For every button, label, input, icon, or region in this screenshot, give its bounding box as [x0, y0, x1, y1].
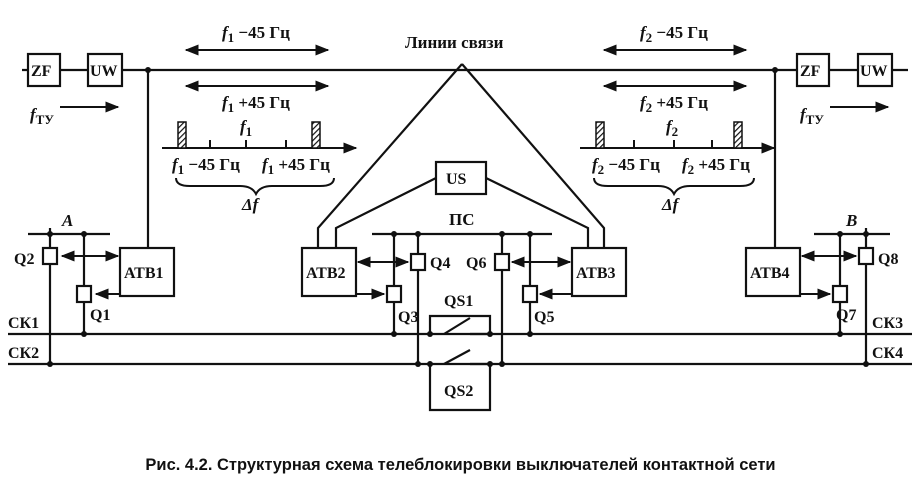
q2-switch [41, 246, 59, 266]
node-b-label: B [845, 211, 857, 230]
f1-band-high-label: f1 +45 Гц [262, 155, 330, 177]
substation-label: ПС [449, 210, 475, 229]
q5-switch [521, 284, 539, 304]
q2-label: Q2 [14, 251, 34, 268]
f1-center-label: f1 [240, 117, 252, 139]
comm-lines-to-atb2 [316, 63, 463, 248]
qs1-path [428, 314, 492, 334]
node-a-label: A [61, 211, 73, 230]
ck3-label: СК3 [872, 315, 903, 332]
delta-f-right-brace [593, 177, 755, 197]
atb2-label: АТВ2 [306, 265, 346, 282]
us-block [434, 160, 488, 196]
q7-label: Q7 [836, 307, 856, 324]
f-ty-right-label: fТУ [800, 105, 824, 127]
delta-f-left-brace [175, 177, 335, 197]
q3-switch [385, 284, 403, 304]
qs1-label: QS1 [444, 293, 473, 310]
atb3-label: АТВ3 [576, 265, 616, 282]
delta-f-left-label: Δf [241, 195, 261, 214]
q4-switch [409, 252, 427, 272]
ck1-label: СК1 [8, 315, 39, 332]
atb4-block [744, 246, 802, 298]
us-label: US [446, 171, 467, 188]
f1-plus-label: f1 +45 Гц [222, 93, 290, 115]
f2-center-label: f2 [666, 117, 678, 139]
ck2-label: СК2 [8, 345, 39, 362]
q5-label: Q5 [534, 309, 554, 326]
comm-lines-label: Линии связи [405, 33, 504, 52]
q1-label: Q1 [90, 307, 110, 324]
figure-caption: Рис. 4.2. Структурная схема телеблокиров… [145, 456, 776, 474]
q8-label: Q8 [878, 251, 898, 268]
f2-plus-label: f2 +45 Гц [640, 93, 708, 115]
f-ty-left-label: fТУ [30, 105, 54, 127]
qs2-path [428, 364, 492, 412]
atb4-label: АТВ4 [750, 265, 790, 282]
f1-minus-label: f1 −45 Гц [222, 23, 290, 45]
ck4-label: СК4 [872, 345, 903, 362]
uw-left-label: UW [90, 63, 118, 80]
f1-band-low-label: f1 −45 Гц [172, 155, 240, 177]
q8-switch [857, 246, 875, 266]
zf-right-block [795, 52, 831, 88]
atb1-label: АТВ1 [124, 265, 164, 282]
atb2-block [300, 246, 358, 298]
zf-left-block [26, 52, 62, 88]
q1-switch [75, 284, 93, 304]
zf-right-label: ZF [800, 63, 821, 80]
q6-label: Q6 [466, 255, 486, 272]
zf-left-label: ZF [31, 63, 52, 80]
q7-switch [831, 284, 849, 304]
atb1-block [118, 246, 176, 298]
comm-lines-to-atb3 [461, 63, 606, 248]
uw-left-block [86, 52, 124, 88]
q6-switch [493, 252, 511, 272]
us-to-atb2 [334, 177, 437, 248]
us-to-atb3 [485, 177, 590, 248]
uw-right-label: UW [860, 63, 888, 80]
q3-label: Q3 [398, 309, 418, 326]
qs2-label: QS2 [444, 383, 473, 400]
delta-f-right-label: Δf [661, 195, 681, 214]
atb3-block [570, 246, 628, 298]
f2-band-high-label: f2 +45 Гц [682, 155, 750, 177]
f2-band-low-label: f2 −45 Гц [592, 155, 660, 177]
q4-label: Q4 [430, 255, 450, 272]
f2-minus-label: f2 −45 Гц [640, 23, 708, 45]
uw-right-block [856, 52, 894, 88]
